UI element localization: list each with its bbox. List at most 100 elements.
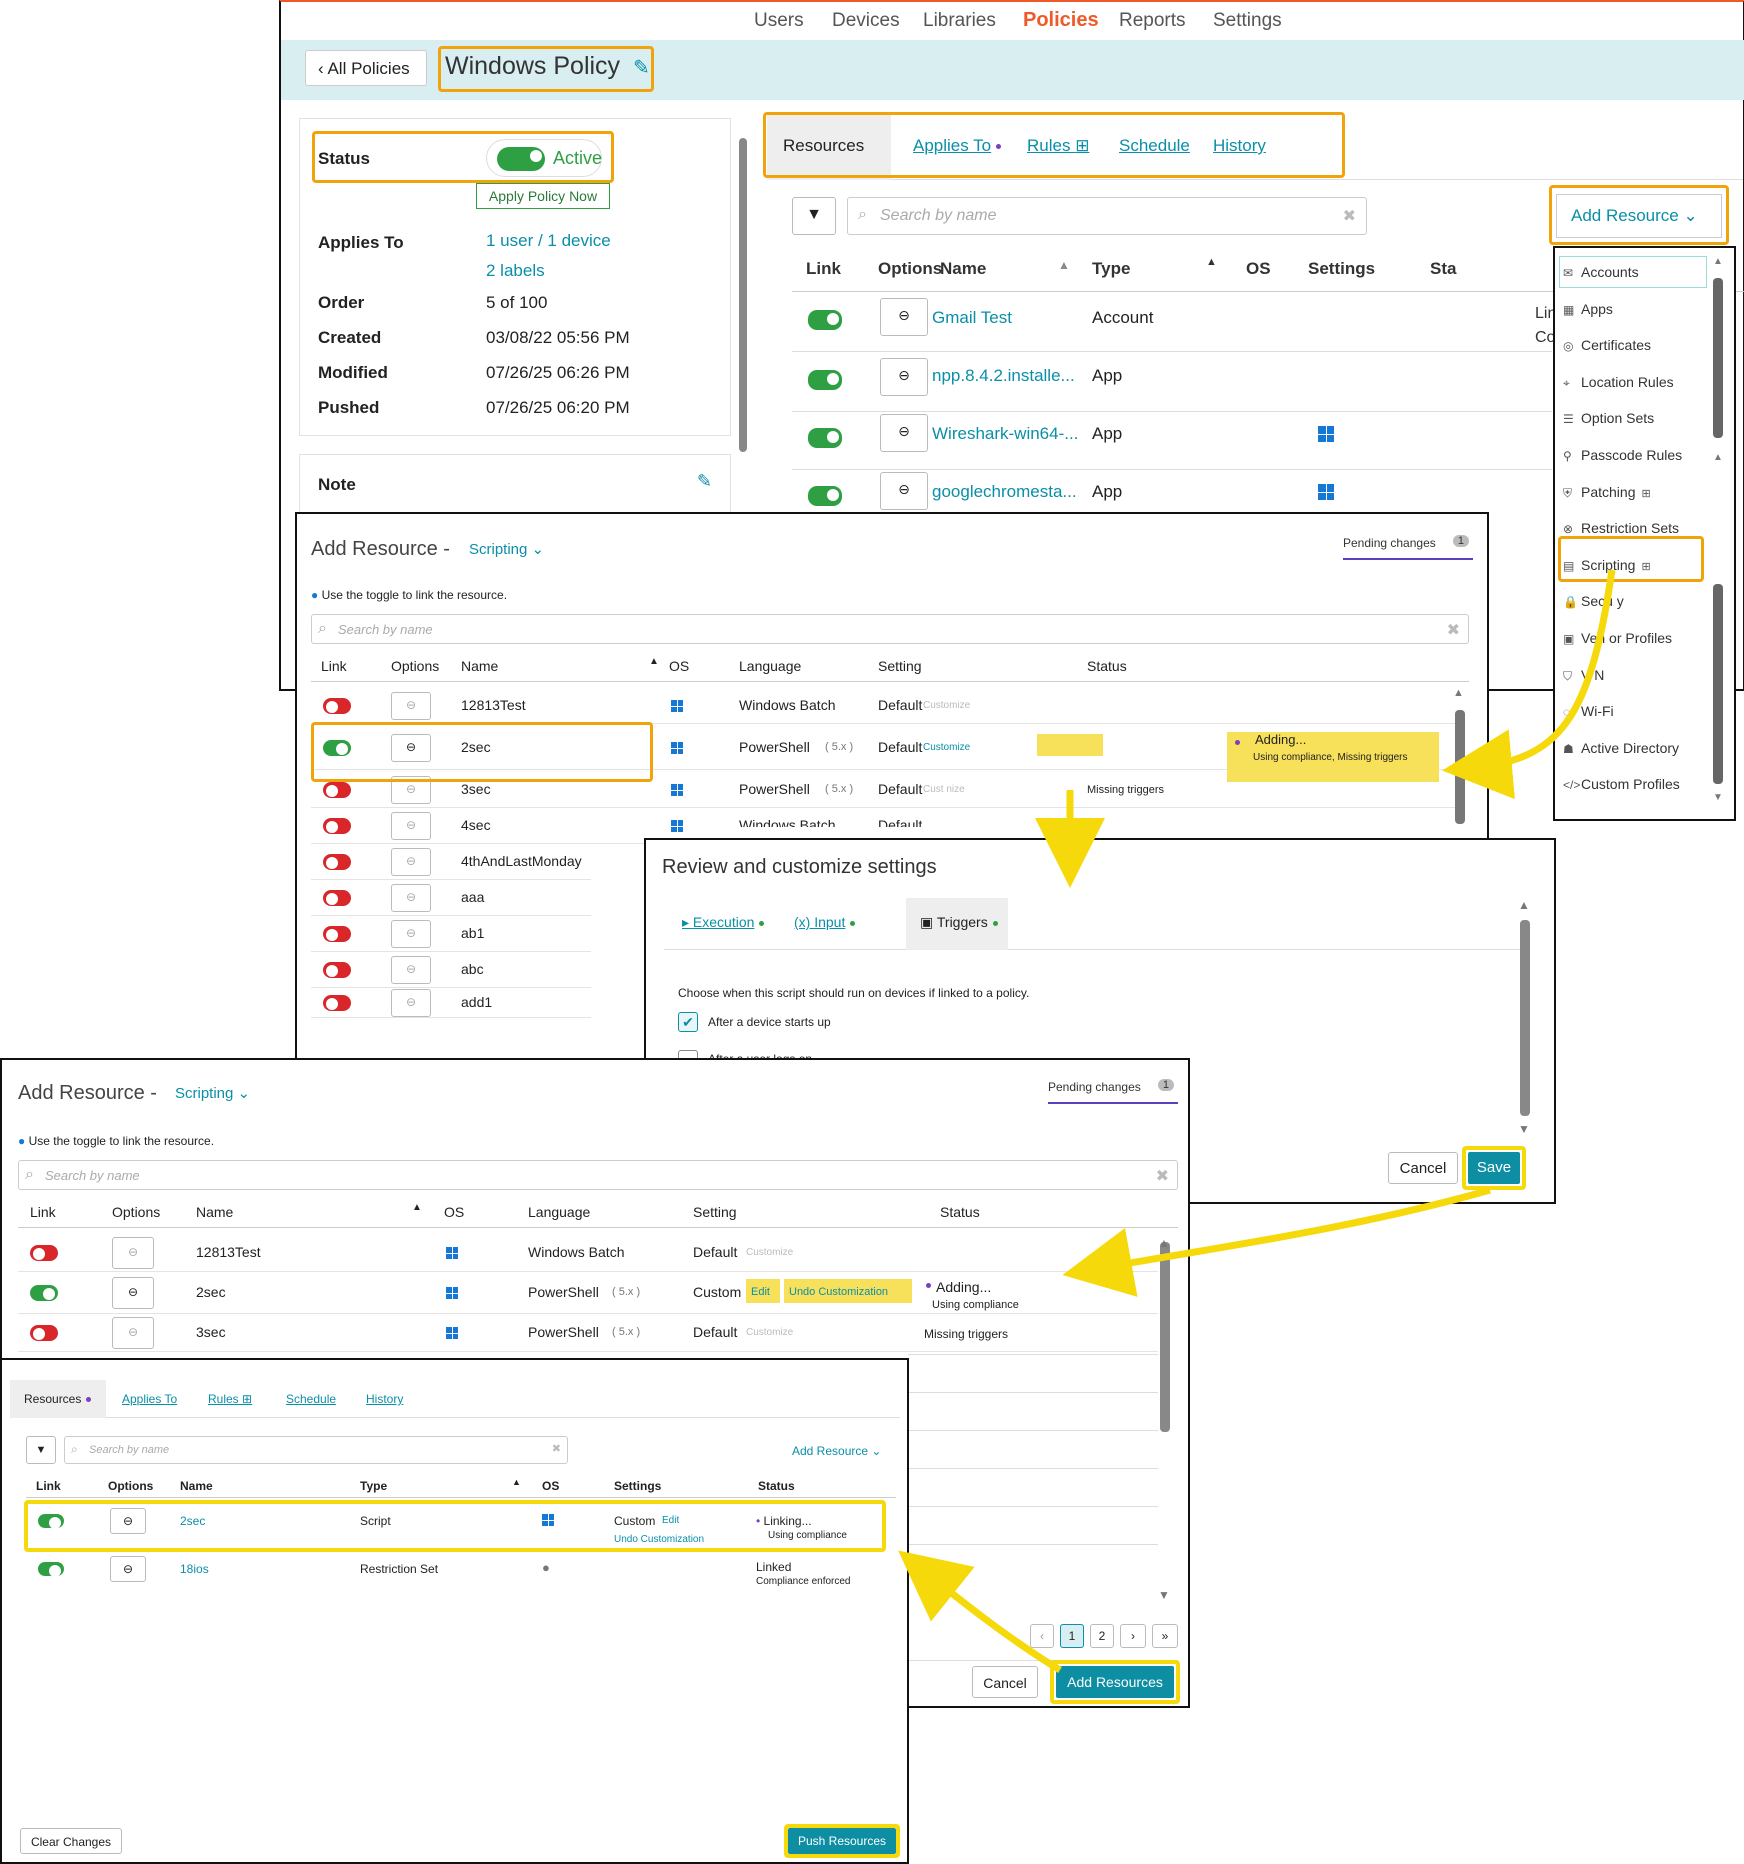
pager-last[interactable]: » — [1152, 1624, 1178, 1648]
tab-history[interactable]: History — [1213, 136, 1266, 155]
link-toggle[interactable] — [323, 782, 351, 798]
options-button[interactable]: ⊖ — [112, 1237, 154, 1269]
tab-triggers[interactable]: ▣ Triggers — [906, 898, 1008, 950]
search-input[interactable]: ⌕ Search by name ✖ — [64, 1436, 568, 1464]
link-toggle[interactable] — [323, 890, 351, 906]
menu-scrollbar[interactable] — [1713, 278, 1723, 438]
options-button[interactable]: ⊖ — [391, 989, 431, 1017]
options-button[interactable]: ⊖ — [880, 414, 928, 452]
push-resources-button[interactable]: Push Resources — [788, 1828, 896, 1854]
options-button[interactable]: ⊖ — [391, 920, 431, 948]
scroll-up-icon[interactable]: ▲ — [1713, 256, 1723, 267]
clear-changes-button[interactable]: Clear Changes — [20, 1828, 122, 1854]
options-button[interactable]: ⊖ — [391, 848, 431, 876]
row-name[interactable]: googlechromesta... — [932, 482, 1077, 501]
search-input[interactable]: ⌕ Search by name ✖ — [311, 614, 1469, 644]
applies-to-labels-link[interactable]: 2 labels — [486, 261, 545, 280]
options-button[interactable]: ⊖ — [391, 956, 431, 984]
row-name[interactable]: Gmail Test — [932, 308, 1012, 327]
clear-search-icon[interactable]: ✖ — [1155, 1168, 1169, 1185]
resource-menu-item[interactable]: ⊗Restriction Sets — [1563, 520, 1680, 537]
review-scrollbar[interactable] — [1520, 920, 1530, 1116]
options-button[interactable]: ⊖ — [880, 358, 928, 396]
left-scrollbar[interactable] — [739, 138, 747, 452]
tab-rules[interactable]: Rules ⊞ — [208, 1392, 253, 1406]
resource-menu-item[interactable]: ⌖Location Rules — [1563, 373, 1674, 390]
nav-policies[interactable]: Policies — [1023, 9, 1099, 31]
scroll-up-icon[interactable]: ▲ — [1453, 687, 1464, 699]
undo-customization-link[interactable]: Undo Customization — [614, 1534, 705, 1545]
scroll-down-icon[interactable]: ▼ — [1158, 1588, 1170, 1602]
scroll-up-icon[interactable]: ▲ — [1518, 898, 1530, 912]
edit-icon[interactable]: ✎ — [633, 57, 650, 79]
resource-menu-item[interactable]: ☰Option Sets — [1563, 410, 1655, 427]
customize-link[interactable]: Customize — [746, 1247, 794, 1258]
link-toggle[interactable] — [323, 995, 351, 1011]
resource-menu-item[interactable]: ⚲Passcode Rules — [1563, 447, 1683, 463]
options-button[interactable]: ⊖ — [110, 1556, 146, 1582]
note-edit-icon[interactable]: ✎ — [696, 471, 712, 491]
undo-customization-link[interactable]: Undo Customization — [789, 1286, 889, 1298]
filter-button[interactable]: ▼ — [26, 1436, 56, 1464]
options-button[interactable]: ⊖ — [112, 1277, 154, 1309]
customize-link[interactable]: Cust nize — [923, 784, 965, 795]
options-button[interactable]: ⊖ — [391, 692, 431, 720]
sort-asc-icon[interactable]: ▲ — [649, 656, 659, 667]
cancel-button[interactable]: Cancel — [972, 1666, 1038, 1698]
add-resources-button[interactable]: Add Resources — [1056, 1666, 1174, 1698]
tab-schedule[interactable]: Schedule — [1119, 136, 1190, 155]
scroll-up-icon[interactable]: ▲ — [1713, 452, 1723, 463]
customize-link[interactable]: Customize — [923, 700, 971, 711]
search-input[interactable]: ⌕ Search by name ✖ — [847, 197, 1367, 235]
link-toggle[interactable] — [323, 926, 351, 942]
link-toggle[interactable] — [808, 486, 842, 506]
tab-applies-to[interactable]: Applies To — [913, 136, 1002, 156]
row-name[interactable]: Wireshark-win64-... — [932, 424, 1079, 443]
sort-icon[interactable]: ▲ — [1058, 258, 1070, 272]
cancel-button[interactable]: Cancel — [1388, 1152, 1458, 1184]
scroll-down-icon[interactable]: ▼ — [1518, 1122, 1530, 1136]
tab-history[interactable]: History — [366, 1392, 404, 1406]
dialog2-scrollbar[interactable] — [1160, 1242, 1170, 1432]
options-button[interactable]: ⊖ — [880, 472, 928, 510]
tab-schedule[interactable]: Schedule — [286, 1392, 337, 1406]
link-toggle[interactable] — [38, 1514, 64, 1529]
row-name[interactable]: npp.8.4.2.installe... — [932, 366, 1075, 385]
options-button[interactable]: ⊖ — [391, 884, 431, 912]
options-button[interactable]: ⊖ — [391, 812, 431, 840]
link-toggle[interactable] — [30, 1325, 58, 1341]
resource-menu-item[interactable]: ✉Accounts — [1563, 264, 1639, 280]
tab-execution[interactable]: ▸ Execution — [682, 914, 765, 931]
tab-applies-to[interactable]: Applies To — [122, 1392, 178, 1406]
add-resource-button[interactable]: Add Resource ⌄ — [1556, 194, 1722, 238]
trigger-checkbox-1[interactable]: ✔ — [678, 1012, 698, 1032]
resource-menu-item[interactable]: ◎Certificates — [1563, 337, 1652, 354]
applies-to-devices-link[interactable]: 1 user / 1 device — [486, 231, 611, 250]
sort-asc-icon[interactable]: ▲ — [1206, 256, 1217, 268]
resource-type-select[interactable]: Scripting ⌄ — [469, 541, 545, 558]
link-toggle[interactable] — [38, 1562, 64, 1577]
link-toggle[interactable] — [808, 310, 842, 330]
clear-search-icon[interactable]: ✖ — [551, 1443, 561, 1455]
status-toggle[interactable] — [497, 147, 545, 171]
nav-settings[interactable]: Settings — [1213, 10, 1282, 31]
row-name[interactable]: 2sec — [180, 1514, 206, 1528]
tab-resources[interactable]: Resources — [10, 1380, 106, 1418]
apply-policy-button[interactable]: Apply Policy Now — [476, 183, 610, 209]
options-button[interactable]: ⊖ — [112, 1317, 154, 1349]
edit-link[interactable]: Edit — [751, 1286, 770, 1298]
resource-menu-item[interactable]: ▦Apps — [1563, 300, 1613, 317]
pager-page-2[interactable]: 2 — [1090, 1624, 1114, 1648]
clear-search-icon[interactable]: ✖ — [1446, 622, 1460, 639]
save-button[interactable]: Save — [1468, 1152, 1520, 1184]
scroll-down-icon[interactable]: ▼ — [1713, 792, 1723, 803]
link-toggle[interactable] — [323, 854, 351, 870]
add-resource-button[interactable]: Add Resource ⌄ — [792, 1444, 882, 1458]
pager-page-1[interactable]: 1 — [1060, 1624, 1084, 1648]
row-name[interactable]: 18ios — [180, 1562, 209, 1576]
link-toggle[interactable] — [323, 740, 351, 756]
pending-changes[interactable]: Pending changes 1 — [1343, 535, 1473, 560]
nav-reports[interactable]: Reports — [1119, 10, 1186, 31]
link-toggle[interactable] — [323, 818, 351, 834]
options-button[interactable]: ⊖ — [110, 1508, 146, 1534]
